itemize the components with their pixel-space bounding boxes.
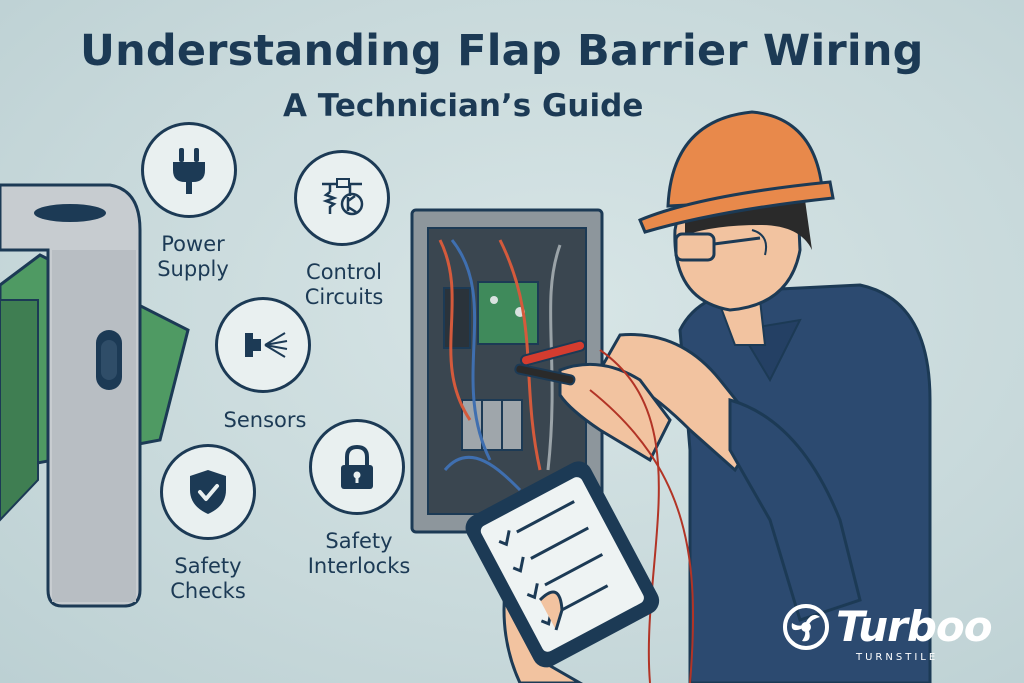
sensors-badge (215, 297, 311, 393)
brand-logo: Turboo (782, 602, 993, 651)
brand-tagline: TURNSTILE (856, 652, 939, 663)
turbine-logo-icon (783, 603, 829, 650)
plug-icon (173, 148, 205, 194)
technician-illustration (514, 110, 932, 683)
padlock-icon (341, 444, 373, 489)
sensor-icon (245, 332, 288, 358)
brand-name: Turboo (836, 602, 993, 651)
shield-check-icon (190, 470, 226, 514)
page-title: Understanding Flap Barrier Wiring (80, 26, 924, 76)
page-subtitle: A Technician’s Guide (283, 88, 644, 124)
safety-interlocks-label: Safety Interlocks (307, 529, 411, 578)
sensors-label: Sensors (223, 408, 307, 432)
flap-barrier-illustration (0, 183, 190, 608)
power-supply-label: Power Supply (157, 232, 229, 281)
safety-interlocks-badge (309, 419, 405, 515)
checklist-tablet-illustration (465, 461, 660, 683)
control-circuits-badge (294, 150, 390, 246)
circuit-icon (322, 178, 364, 216)
safety-checks-badge (160, 444, 256, 540)
safety-checks-label: Safety Checks (170, 554, 246, 603)
power-supply-badge (141, 122, 237, 218)
control-circuits-label: Control Circuits (304, 260, 384, 309)
